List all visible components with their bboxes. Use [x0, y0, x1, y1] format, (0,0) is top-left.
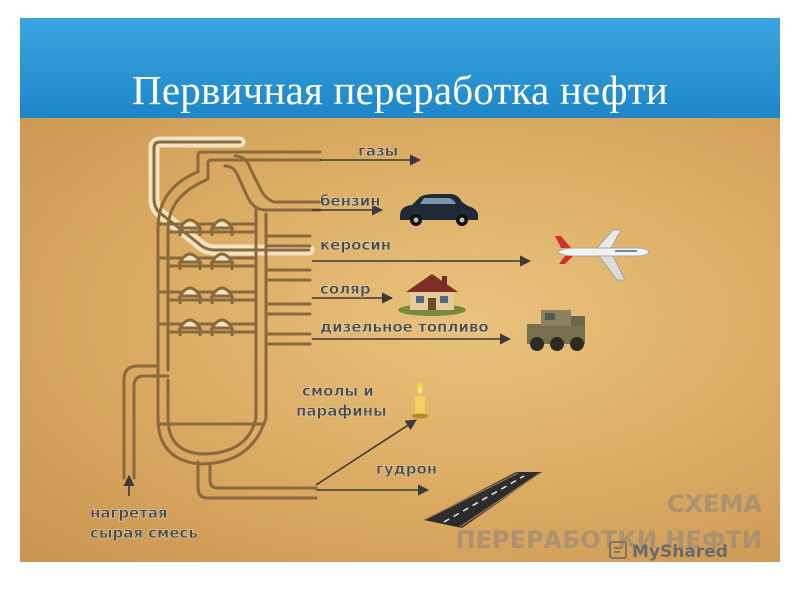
diagram-panel: газы бензин керосин соляр дизельное топл…: [20, 118, 780, 562]
myshared-logo-text: MyShared: [632, 542, 728, 562]
label-gasoline: бензин: [320, 192, 381, 210]
label-resins-1: смолы и: [302, 382, 374, 400]
refinery-diagram: газы бензин керосин соляр дизельное топл…: [90, 136, 763, 562]
tractor-icon: [527, 310, 585, 351]
bubble-caps: [177, 218, 235, 336]
label-input-2: сырая смесь: [90, 524, 198, 542]
label-gases: газы: [358, 142, 398, 160]
title-bar: Первичная переработка нефти: [20, 18, 780, 118]
slide: Первичная переработка нефти: [20, 18, 780, 562]
distillation-column: [148, 136, 315, 256]
watermark-line-1: СХЕМА: [667, 490, 762, 518]
label-input-1: нагретая: [90, 504, 168, 522]
airplane-icon: [555, 229, 650, 281]
candle-icon: [412, 382, 428, 419]
watermark-line-2: ПЕРЕРАБОТКИ НЕФТИ: [456, 526, 763, 554]
label-resins-2: парафины: [296, 402, 387, 420]
flow-arrows: [123, 154, 532, 496]
house-icon: [398, 274, 466, 316]
car-icon: [400, 194, 478, 226]
column-shell: [156, 150, 322, 372]
label-kerosene: керосин: [320, 236, 391, 254]
label-diesel: дизельное топливо: [320, 318, 489, 336]
myshared-logo: MyShared: [609, 541, 728, 562]
slide-title: Первичная переработка нефти: [132, 67, 668, 113]
label-tar: гудрон: [376, 460, 437, 478]
road-icon: [424, 472, 542, 528]
arrow-resins: [315, 419, 417, 486]
label-solar: соляр: [320, 280, 371, 298]
